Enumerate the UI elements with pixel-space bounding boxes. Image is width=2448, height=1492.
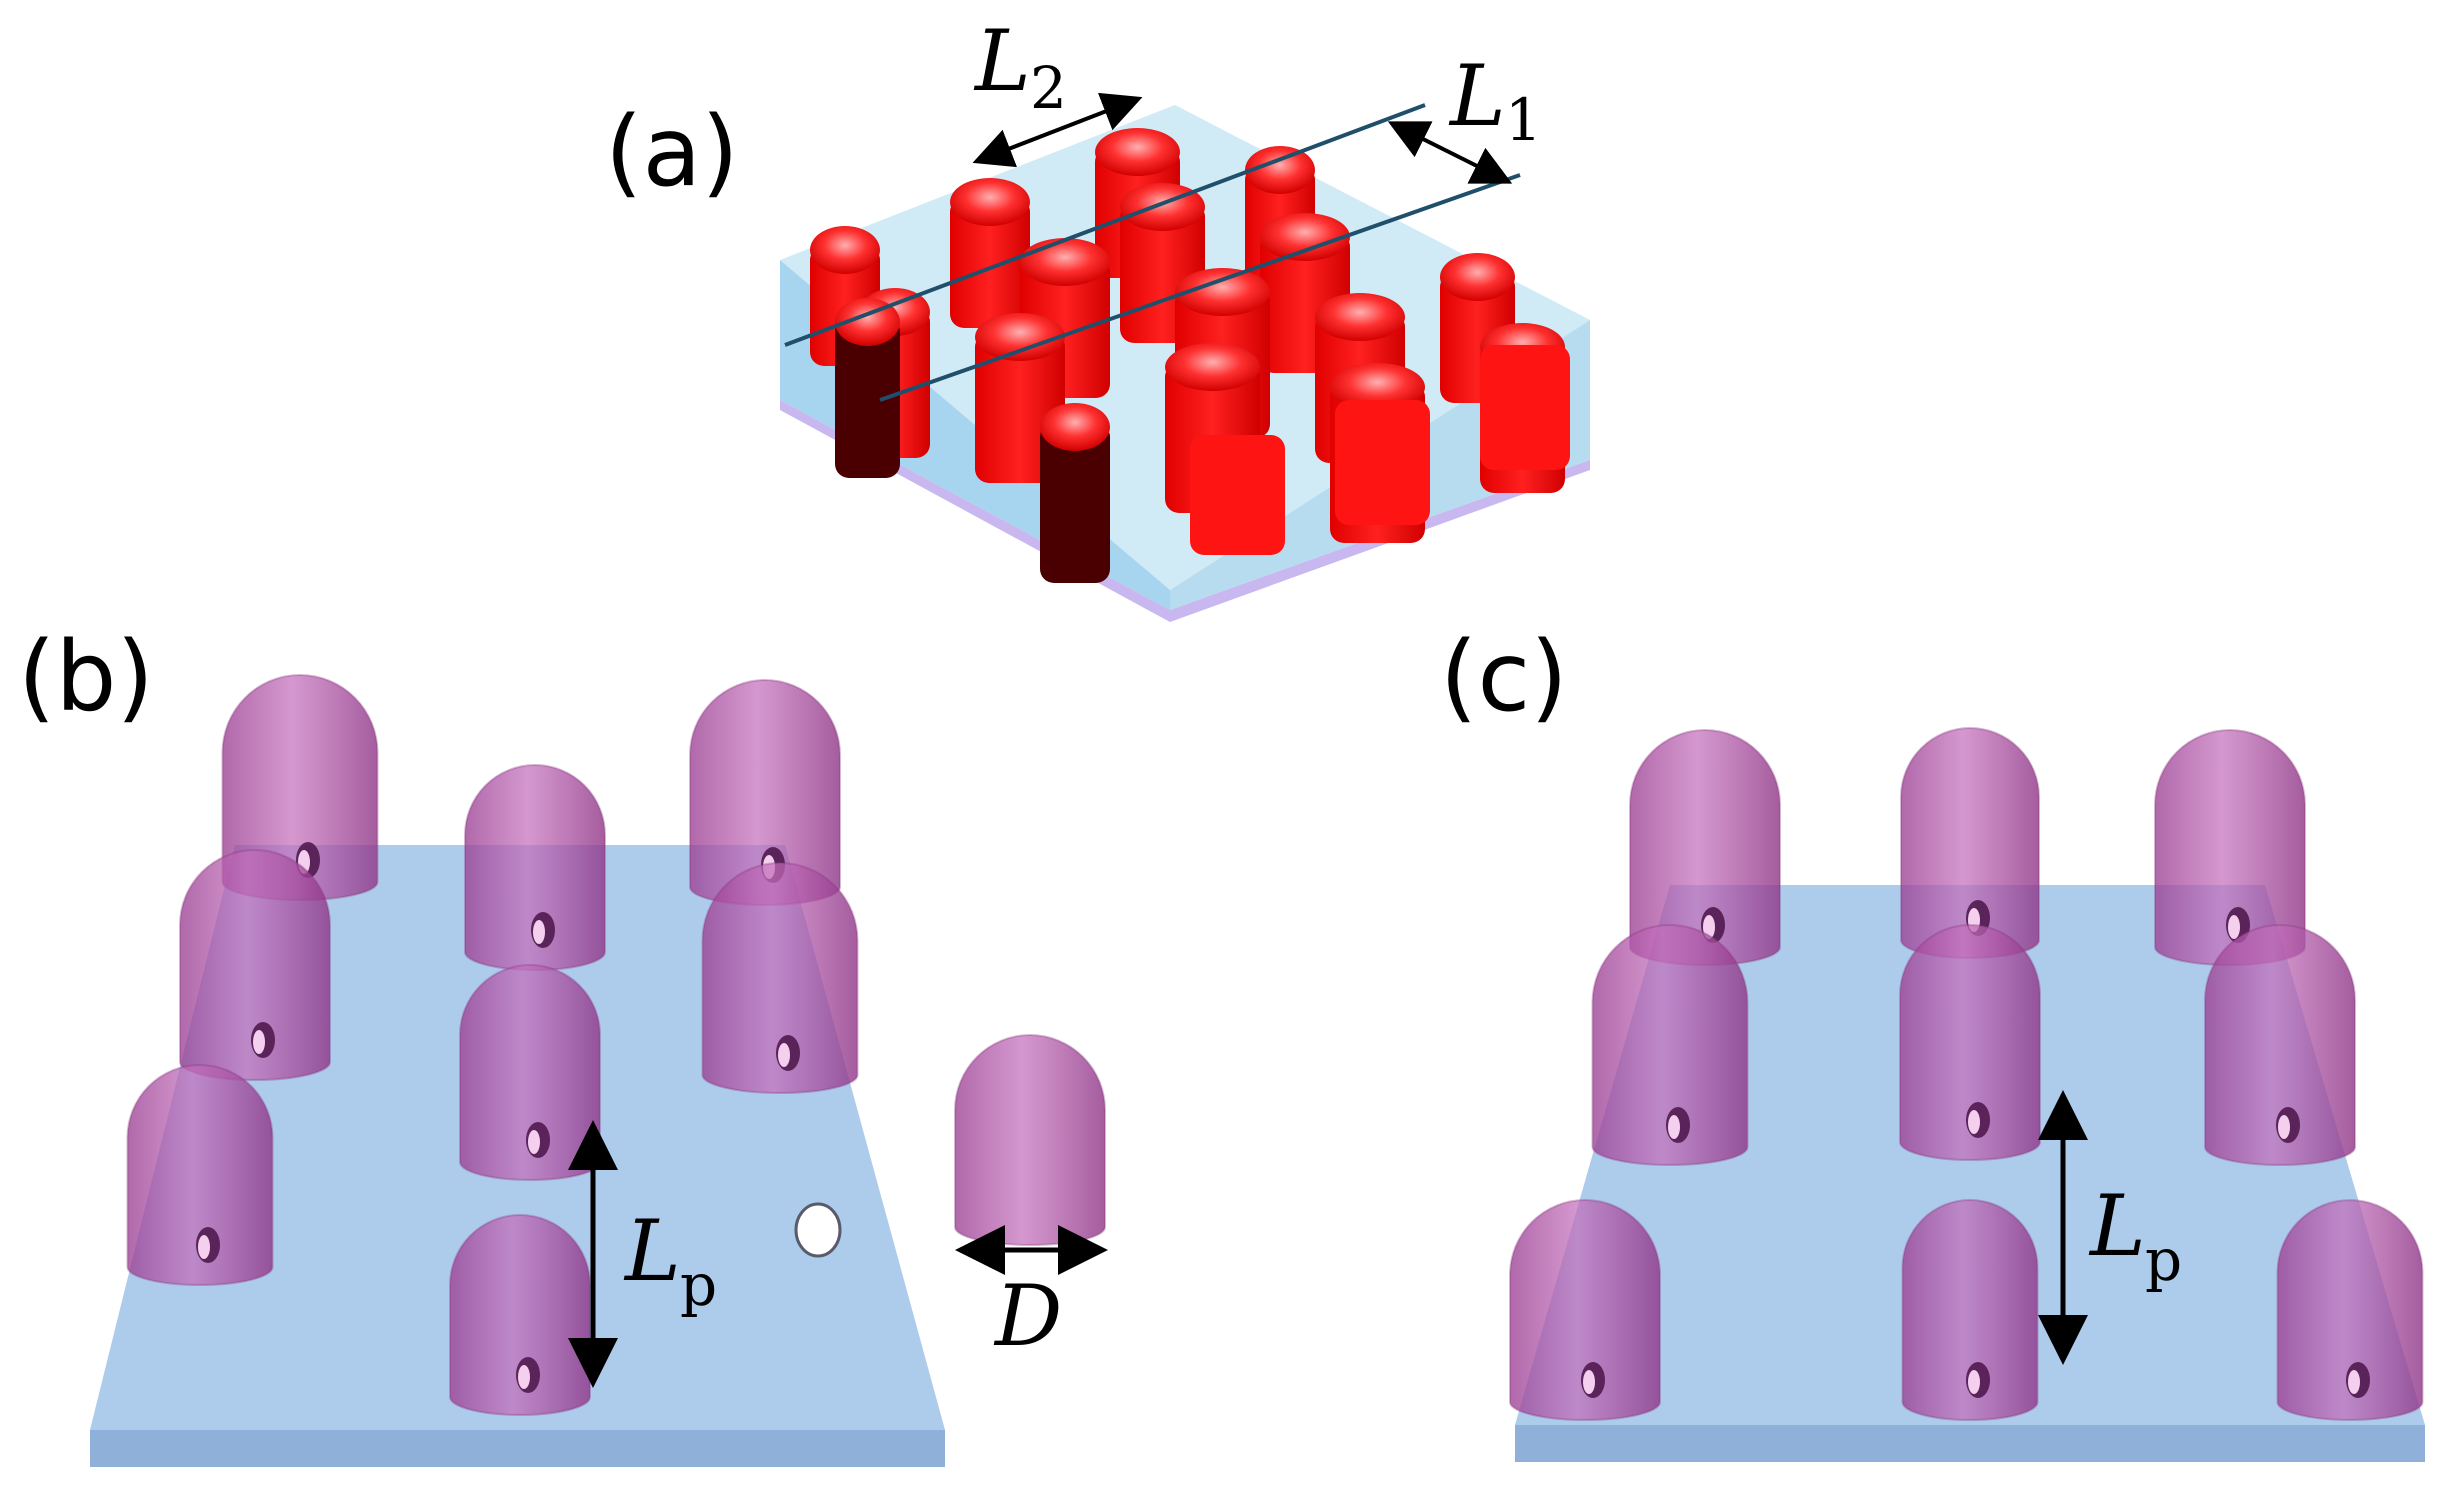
label-d: D (993, 1267, 1062, 1365)
pillar-group-c (1509, 727, 2424, 1421)
label-lp-b-sub: p (680, 1251, 717, 1319)
line-l1-upper (784, 103, 1426, 347)
label-l1: L (1448, 47, 1506, 145)
red-pillar-front-3 (1480, 345, 1570, 470)
plate-b-hole (794, 1202, 842, 1258)
pillar-c-1 (1629, 729, 1781, 966)
pillar-b-5 (701, 862, 859, 1094)
pillar-c-2 (1900, 727, 2040, 959)
pillar-b-3 (464, 764, 606, 971)
pillar-c-6 (2204, 924, 2356, 1166)
pillar-group-b (126, 674, 1106, 1416)
pillar-b-1 (221, 674, 379, 901)
arrow-l2 (972, 92, 1143, 168)
pillar-c-8 (1901, 1199, 2039, 1421)
label-l2: L (973, 12, 1031, 110)
red-pillar-dark-2 (1040, 403, 1110, 583)
panel-b: (b) L p D (18, 621, 1108, 1467)
pillar-c-5 (1899, 924, 2041, 1161)
pillar-c-3 (2154, 729, 2306, 966)
label-lp-c: L (2088, 1177, 2146, 1275)
pillar-c-9 (2276, 1199, 2424, 1421)
pillar-b-9 (954, 1034, 1106, 1246)
pillar-c-7 (1509, 1199, 1661, 1421)
red-pillar-dark-1 (835, 298, 900, 478)
label-lp-c-sub: p (2145, 1226, 2182, 1294)
pillar-b-8 (449, 1214, 591, 1416)
red-pillar-8 (1440, 253, 1515, 403)
red-pillar-front-2 (1335, 400, 1430, 525)
panel-c-label: (c) (1440, 621, 1568, 733)
panel-b-label: (b) (18, 621, 154, 733)
red-pillar-front-1 (1190, 435, 1285, 555)
pillar-b-4 (179, 849, 331, 1081)
pillar-c-4 (1591, 924, 1749, 1166)
panel-a: (a) L 1 L 2 (605, 12, 1590, 622)
label-l2-sub: 2 (1030, 54, 1067, 122)
line-l1-lower (879, 173, 1521, 402)
plate-b-front (90, 1430, 945, 1467)
panel-c: (c) L p (1440, 621, 2425, 1462)
pillar-b-6 (459, 964, 601, 1181)
label-l1-sub: 1 (1505, 86, 1542, 154)
label-lp-b: L (623, 1202, 681, 1300)
plate-c-front (1515, 1425, 2425, 1462)
panel-a-label: (a) (605, 96, 739, 208)
arrow-l1 (1387, 121, 1513, 184)
pillar-b-7 (126, 1064, 274, 1286)
red-pillar-2 (950, 178, 1030, 328)
